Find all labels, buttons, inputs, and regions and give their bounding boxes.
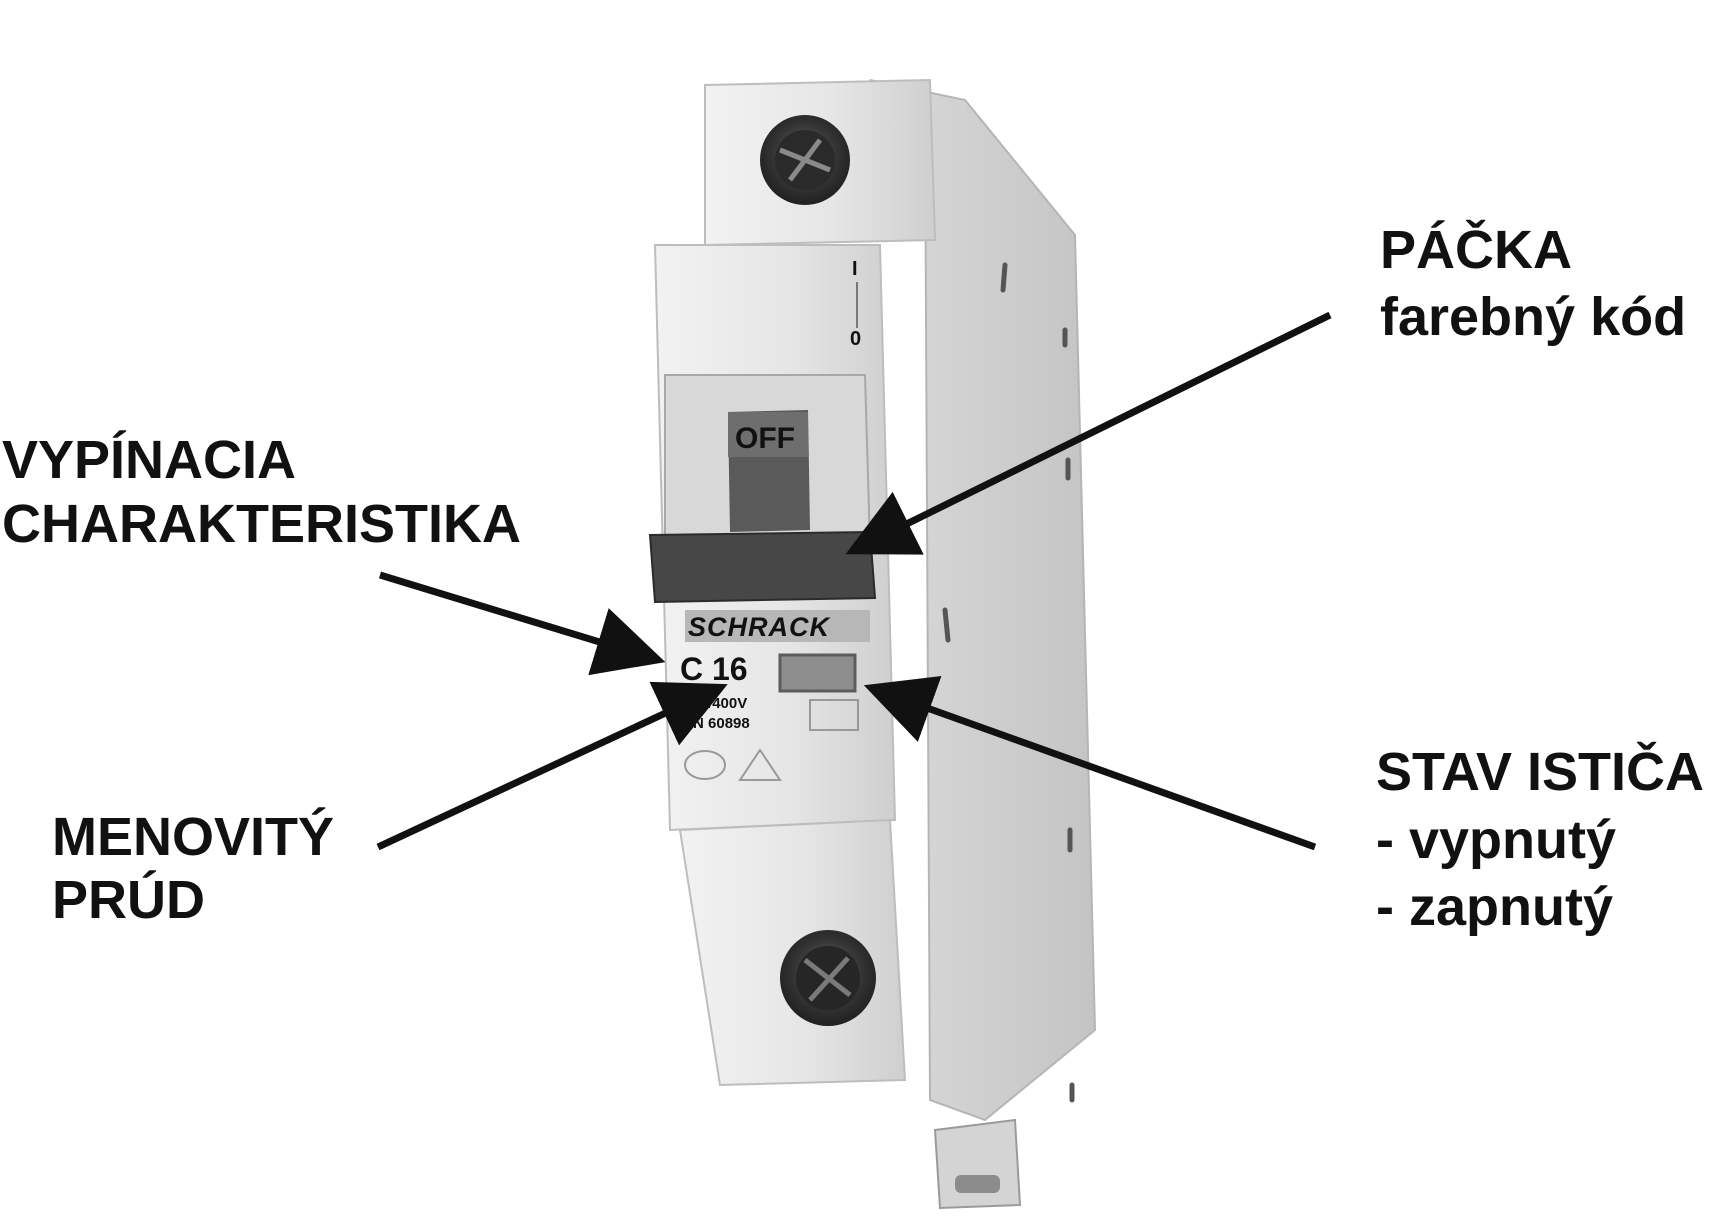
label-stav-line1: STAV ISTIČA [1376,741,1704,802]
arrow-packa [845,311,1332,555]
lever-handle [648,530,877,604]
label-stav-line3: - zapnutý [1376,877,1613,937]
label-menovity-line2: PRÚD [52,870,205,930]
arrow-menovity [376,681,728,851]
status-window [778,653,857,693]
arrows [376,311,1332,851]
label-stav-line2: - vypnutý [1376,810,1616,870]
label-vypinacia-line2: CHARAKTERISTIKA [2,494,521,554]
label-menovity-line1: MENOVITÝ [52,807,334,867]
top-screw-icon [760,115,850,205]
certification-marks-icon [684,748,782,781]
standard-text: EN 60898 [683,715,750,732]
side-grooves [942,262,1075,1103]
switch-off-mark: 0 [850,328,861,350]
label-stav: STAV ISTIČA - vypnutý - zapnutý [1376,741,1704,937]
lever-off-text: OFF [735,422,795,455]
brand-text: SCHRACK [688,612,832,642]
arrow-vypinacia [378,571,666,676]
din-clip-slot [955,1175,1000,1193]
bottom-screw-icon [780,930,876,1026]
breaker-side-face [869,79,1097,1122]
label-packa: PÁČKA farebný kód [1380,219,1686,347]
din-clip [933,1118,1022,1210]
switch-on-mark: I [852,258,858,280]
label-vypinacia: VYPÍNACIA CHARAKTERISTIKA [2,430,521,554]
label-vypinacia-line1: VYPÍNACIA [2,430,296,490]
rating-text: C 16 [680,651,748,687]
circuit-breaker: I 0 OFF SCHRACK C 16 230/400V EN 60898 [648,78,1097,1210]
arrow-stav [863,675,1317,851]
label-menovity: MENOVITÝ PRÚD [52,807,334,930]
diagram-box [809,699,859,731]
lever: OFF [648,410,877,604]
label-packa-line1: PÁČKA [1380,219,1572,280]
brand-strip [685,610,870,642]
label-packa-line2: farebný kód [1380,287,1686,347]
